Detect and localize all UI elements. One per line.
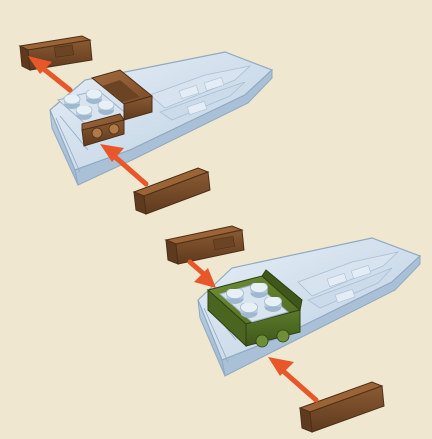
arrow-icon xyxy=(268,357,316,400)
stud-icon xyxy=(226,288,243,304)
step-2-assembly xyxy=(166,226,420,432)
step-1-assembly xyxy=(20,36,272,214)
wooden-tile-icon xyxy=(20,36,92,70)
stud-icon xyxy=(250,282,267,298)
arrow-icon xyxy=(190,262,216,288)
wooden-tile-icon xyxy=(166,226,244,264)
wooden-tile-icon xyxy=(300,382,384,432)
stud-icon xyxy=(76,105,92,120)
wooden-tile-icon xyxy=(134,168,210,214)
stud-icon xyxy=(240,302,257,318)
stud-icon xyxy=(98,100,114,115)
stud-icon xyxy=(264,296,281,312)
